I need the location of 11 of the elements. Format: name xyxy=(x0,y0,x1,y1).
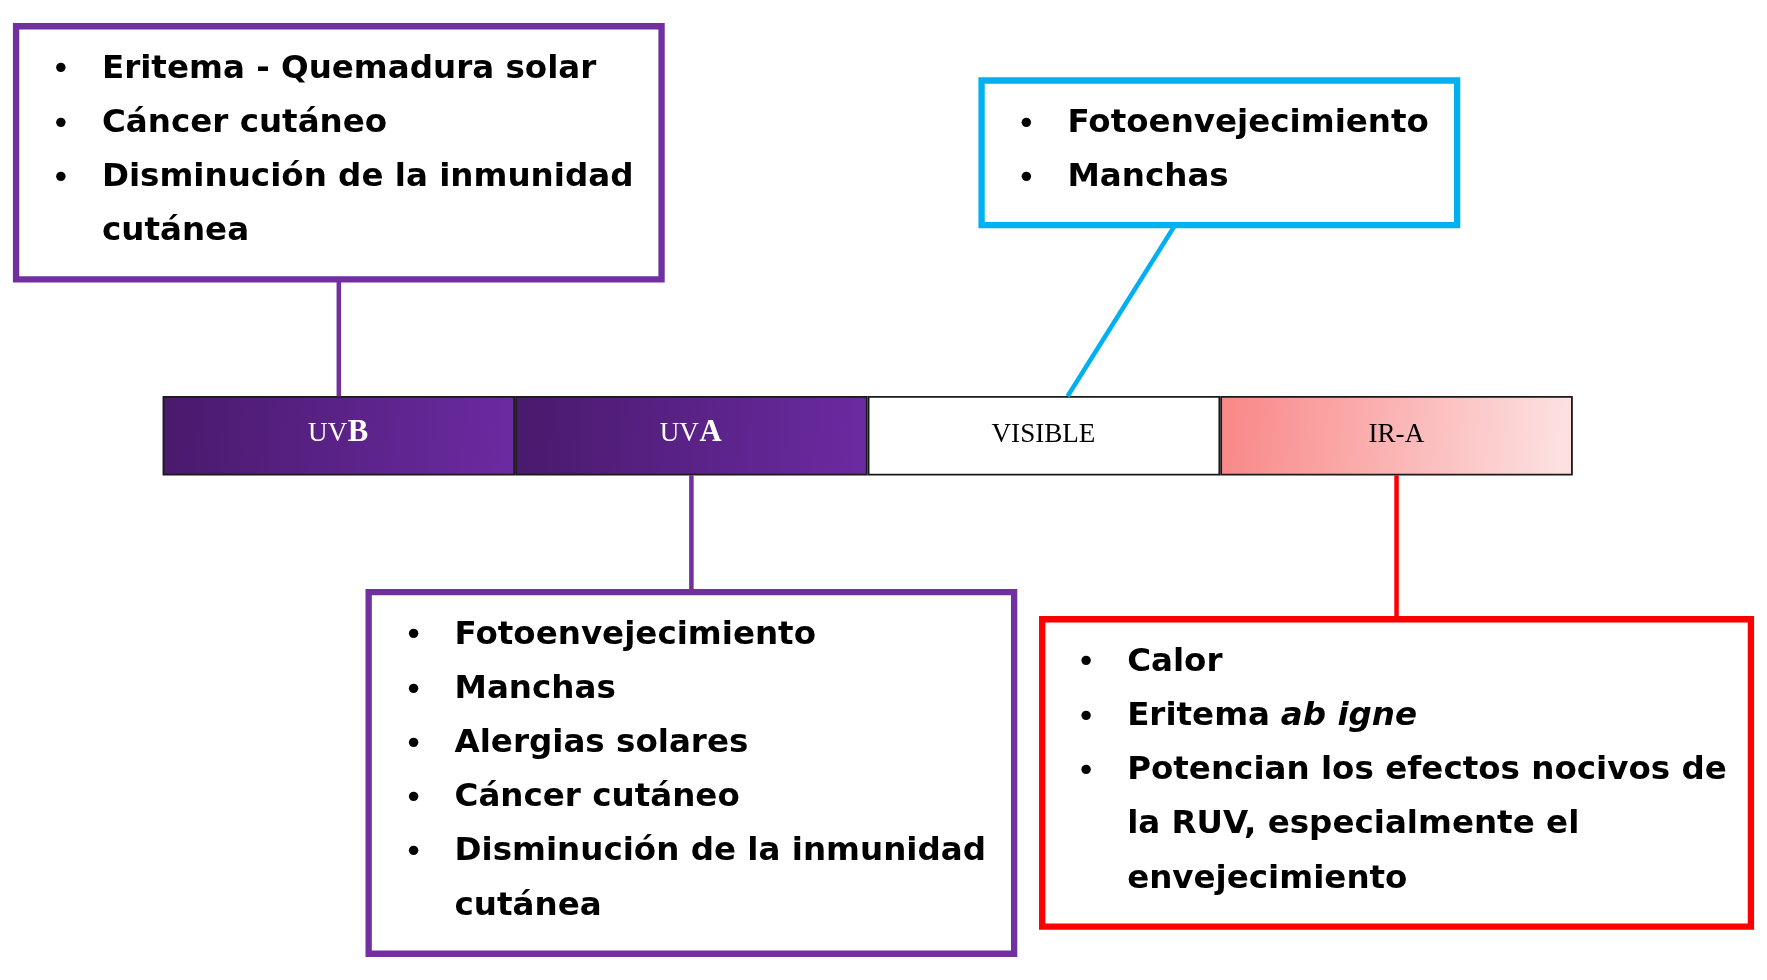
connector xyxy=(1394,475,1399,619)
node-box: UVA xyxy=(515,395,868,476)
connector xyxy=(336,279,342,397)
node-box: • Eritema - Quemadura solar • Cáncer cutáneo • Disminución de la inmunidad cutánea xyxy=(12,23,665,283)
node-box: • Fotoenvejecimiento • Manchas xyxy=(978,77,1461,229)
node-box: VISIBLE xyxy=(867,395,1221,476)
node-box: UVB xyxy=(162,395,516,476)
node-box: • Calor • Eritema ab igne • Potencian los efectos nocivos de la RUV, especialmente el envejecimiento xyxy=(1039,616,1755,930)
connector xyxy=(689,475,694,592)
node-box: IR-A xyxy=(1220,395,1573,476)
node-box: • Fotoenvejecimiento • Manchas • Alergias solares • Cáncer cutáneo • Disminución de la inmunidad cutánea xyxy=(365,589,1018,957)
